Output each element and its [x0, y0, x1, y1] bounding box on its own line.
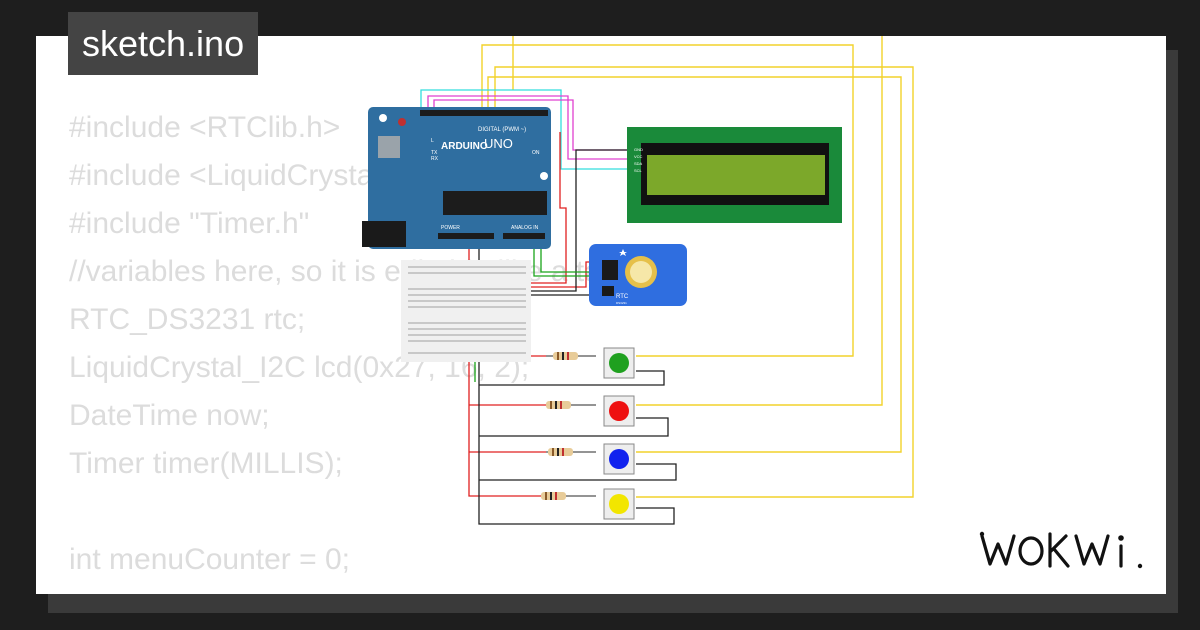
pushbutton-yellow[interactable] — [603, 488, 635, 520]
code-line: #include <RTClib.h> — [69, 111, 341, 144]
on-label: ON — [532, 150, 540, 156]
code-line: Timer timer(MILLIS); — [69, 447, 343, 480]
lcd-pin-sda: SDA — [634, 161, 643, 166]
lcd-pin-vcc: VCC — [634, 154, 643, 159]
power-header-label: POWER — [441, 225, 460, 231]
rtc-sublabel: DS3231 — [616, 301, 627, 305]
analog-header-label: ANALOG IN — [511, 225, 539, 231]
pushbuttons — [603, 347, 635, 520]
resistor — [546, 352, 596, 360]
arduino-uno: ARDUINO UNO DIGITAL (PWM ~) POWER ANALOG… — [362, 107, 551, 249]
lcd-pin-scl: SCL — [634, 168, 643, 173]
code-line: RTC_DS3231 rtc; — [69, 303, 306, 336]
l-label: L — [431, 138, 434, 144]
resistors — [541, 352, 596, 500]
pushbutton-blue[interactable] — [603, 443, 635, 475]
arduino-brand-label: ARDUINO — [441, 141, 488, 152]
wokwi-logo — [979, 531, 1143, 569]
resistor — [546, 401, 596, 409]
rtc-label: RTC — [616, 294, 629, 300]
rx-label: RX — [431, 156, 439, 162]
project-card[interactable]: #include <RTClib.h>#include <LiquidCryst… — [36, 36, 1166, 594]
breadboard-holes — [408, 266, 526, 354]
code-line: int menuTimeCounter = 0; — [69, 584, 658, 594]
file-tab[interactable]: sketch.ino — [68, 12, 259, 75]
code-line: DateTime now; — [69, 399, 270, 432]
digital-header-label: DIGITAL (PWM ~) — [478, 127, 526, 133]
arduino-model-label: UNO — [484, 136, 513, 151]
breadboard — [401, 260, 531, 362]
resistor — [541, 492, 596, 500]
pushbutton-green[interactable] — [603, 347, 635, 379]
lcd-pin-gnd: GND — [634, 147, 643, 152]
lcd-display: GND VCC SDA SCL — [627, 127, 842, 223]
yellow-wires — [481, 36, 914, 498]
circuit-diagram: ARDUINO UNO DIGITAL (PWM ~) POWER ANALOG… — [362, 36, 914, 525]
rtc-module: RTC DS3231 — [589, 244, 687, 306]
tx-label: TX — [431, 150, 438, 156]
resistor — [546, 448, 596, 456]
code-line: int menuCounter = 0; — [69, 543, 351, 576]
code-line: #include "Timer.h" — [69, 207, 310, 240]
pushbutton-red[interactable] — [603, 395, 635, 427]
code-preview: #include <RTClib.h>#include <LiquidCryst… — [69, 104, 658, 594]
